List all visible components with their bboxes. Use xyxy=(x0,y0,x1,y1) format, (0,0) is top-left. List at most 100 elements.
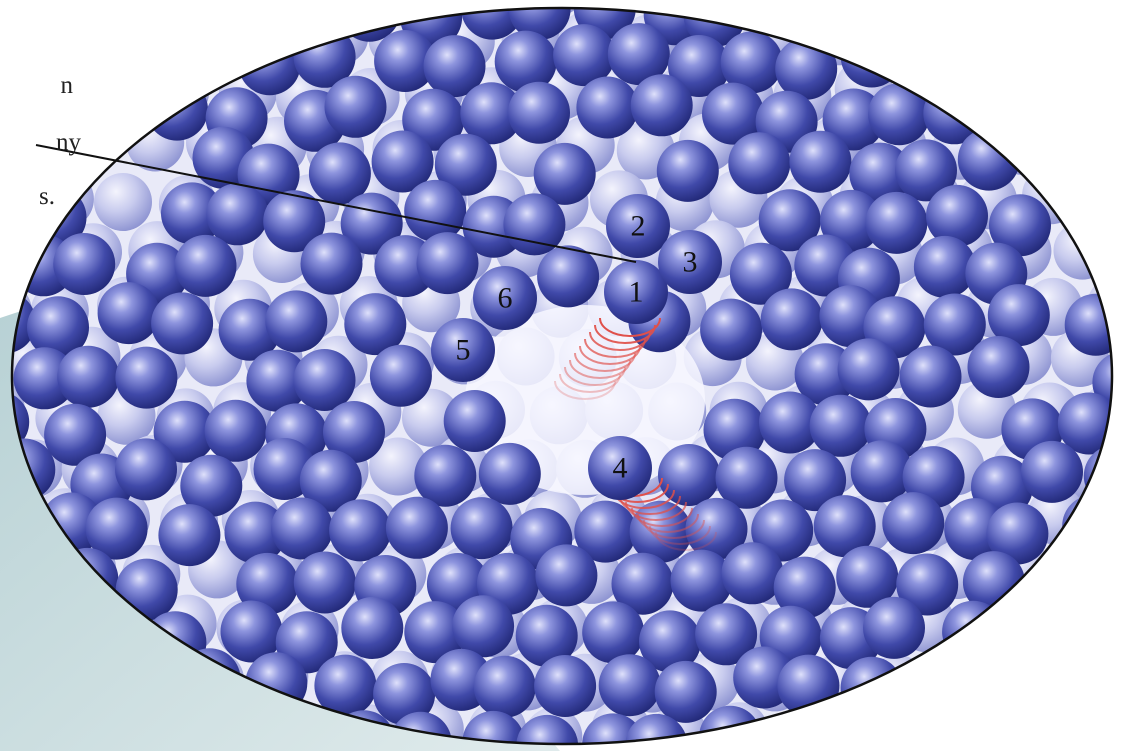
molecule xyxy=(146,78,208,141)
molecule xyxy=(293,349,356,411)
molecule xyxy=(813,495,876,558)
molecule xyxy=(537,245,600,308)
numbered-molecule-6 xyxy=(473,266,537,330)
vibration-arc xyxy=(559,373,621,393)
molecule xyxy=(849,142,912,205)
molecule xyxy=(728,132,791,195)
molecule xyxy=(174,234,237,297)
molecule xyxy=(822,88,885,151)
molecule xyxy=(784,449,847,512)
molecule xyxy=(308,142,371,205)
vibration-arc xyxy=(569,359,631,379)
molecule xyxy=(986,502,1049,565)
molecule-number-label-2: 2 xyxy=(631,210,646,243)
molecule xyxy=(416,232,479,295)
molecule xyxy=(760,288,823,351)
molecule xyxy=(299,449,362,512)
molecule xyxy=(775,37,838,100)
vibration-arc xyxy=(625,501,687,521)
molecule xyxy=(913,235,976,298)
numbered-molecule-2 xyxy=(606,194,670,258)
molecule xyxy=(809,394,872,457)
caption-line-2: ny xyxy=(56,129,81,156)
background-molecule xyxy=(962,67,1021,126)
molecule xyxy=(97,282,160,345)
molecule xyxy=(385,496,448,559)
molecule-number-label-6: 6 xyxy=(498,282,513,315)
molecule xyxy=(404,179,467,242)
molecule xyxy=(868,83,931,146)
molecule xyxy=(404,601,467,664)
molecule xyxy=(323,401,385,463)
molecule xyxy=(837,338,900,401)
ellipse-outline xyxy=(10,6,1114,746)
molecule xyxy=(450,497,513,560)
vibration-arcs xyxy=(554,317,717,551)
molecule xyxy=(535,544,598,607)
molecule xyxy=(329,499,392,562)
molecule xyxy=(598,654,661,717)
molecule xyxy=(494,30,557,93)
molecule xyxy=(369,344,432,407)
background-molecule xyxy=(404,8,462,13)
molecule xyxy=(702,82,764,145)
molecule xyxy=(729,242,792,305)
molecule xyxy=(773,556,836,619)
molecule xyxy=(850,440,913,503)
molecule xyxy=(611,552,674,615)
vibration-arc xyxy=(643,519,705,539)
molecule xyxy=(1092,351,1112,414)
molecule xyxy=(759,391,821,454)
leader-line xyxy=(35,144,637,263)
molecule xyxy=(253,438,316,500)
molecule xyxy=(942,600,1005,663)
molecule xyxy=(27,296,89,359)
molecule-number-label-4: 4 xyxy=(613,452,628,485)
caption-line-3: s. xyxy=(39,183,55,210)
molecule xyxy=(926,184,988,247)
molecule xyxy=(161,182,223,245)
molecule xyxy=(508,81,570,144)
molecule xyxy=(236,552,299,615)
molecule xyxy=(478,442,541,505)
numbered-molecule-5 xyxy=(431,318,495,382)
vibration-arc xyxy=(649,525,711,545)
molecule xyxy=(224,501,287,564)
background-molecule xyxy=(369,437,428,496)
molecule xyxy=(314,654,377,717)
molecule xyxy=(341,597,404,659)
molecule xyxy=(967,336,1030,398)
molecule xyxy=(630,74,693,137)
molecule xyxy=(865,191,928,254)
molecule xyxy=(700,298,763,361)
molecule xyxy=(115,438,177,501)
molecule xyxy=(533,142,596,205)
molecule xyxy=(515,604,578,667)
vibration-arc xyxy=(579,345,641,365)
molecule xyxy=(460,82,523,145)
molecule xyxy=(218,298,281,361)
molecule xyxy=(373,663,436,725)
molecule xyxy=(695,603,758,666)
molecule xyxy=(204,399,267,462)
molecule xyxy=(625,713,688,744)
vibration-arc xyxy=(655,531,717,551)
molecule xyxy=(180,454,243,517)
molecule xyxy=(324,75,387,138)
molecule xyxy=(896,553,959,616)
molecule xyxy=(758,189,821,252)
molecule xyxy=(777,654,840,717)
molecule xyxy=(720,31,783,94)
molecule xyxy=(840,656,903,719)
vibration-arc xyxy=(574,352,636,372)
molecule xyxy=(836,545,899,608)
molecule xyxy=(899,345,962,408)
molecule xyxy=(53,233,116,295)
molecule xyxy=(576,76,639,139)
molecule xyxy=(895,139,957,202)
molecule xyxy=(115,346,178,409)
molecule xyxy=(473,655,536,718)
molecule xyxy=(44,403,107,466)
